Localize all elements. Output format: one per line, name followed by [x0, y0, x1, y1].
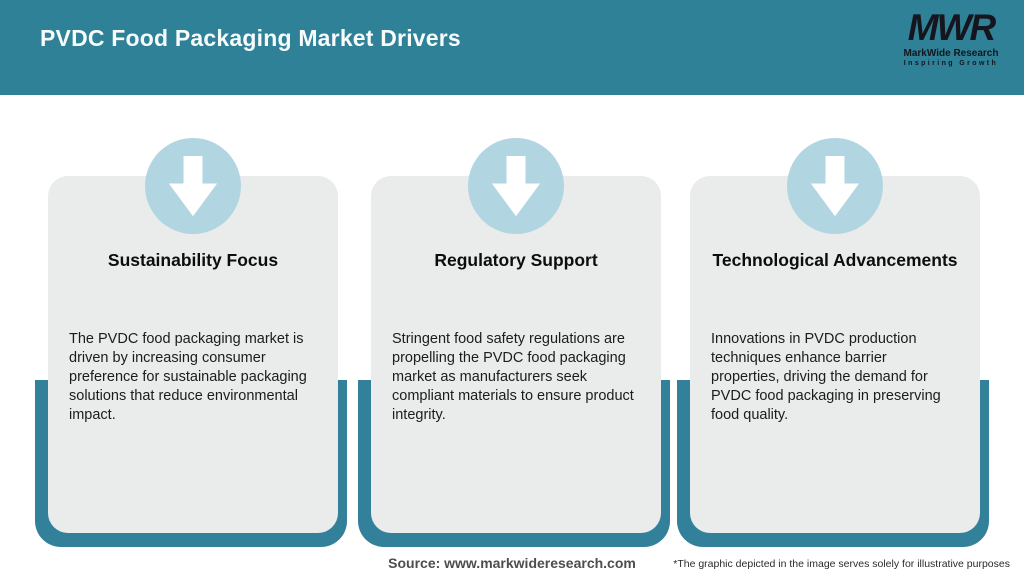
- arrow-badge: [145, 138, 241, 234]
- card-body-text: Innovations in PVDC production technique…: [711, 331, 941, 423]
- arrow-badge: [468, 138, 564, 234]
- card-title: Sustainability Focus: [107, 250, 279, 270]
- card-panel: [371, 176, 661, 533]
- card-title: Technological Advancements: [712, 250, 958, 270]
- arrow-badge: [787, 138, 883, 234]
- card-panel: [690, 176, 980, 533]
- card-body-text: Stringent food safety regulations are pr…: [392, 331, 634, 423]
- card-title: Regulatory Support: [434, 250, 598, 270]
- logo-acronym: MWR: [907, 7, 996, 48]
- logo-tagline: Inspiring Growth: [903, 60, 999, 67]
- source-line: Source: www.markwideresearch.com: [388, 555, 636, 571]
- markwide-research-logo: MWR MarkWide Research Inspiring Growth: [896, 8, 1006, 69]
- header-banner: PVDC Food Packaging Market Drivers MWR M…: [0, 0, 1024, 95]
- down-arrow-icon: [491, 156, 541, 217]
- logo-name: MarkWide Research: [903, 48, 999, 59]
- down-arrow-icon: [810, 156, 860, 217]
- disclaimer-note: *The graphic depicted in the image serve…: [673, 558, 1010, 570]
- driver-card-regulatory: Regulatory Support Stringent food safety…: [358, 0, 670, 576]
- driver-card-technological: Technological Advancements Innovations i…: [677, 0, 989, 576]
- card-body-text: The PVDC food packaging market is driven…: [69, 331, 307, 423]
- driver-card-sustainability: Sustainability Focus The PVDC food packa…: [35, 0, 347, 576]
- page-title: PVDC Food Packaging Market Drivers: [40, 25, 461, 51]
- down-arrow-icon: [168, 156, 218, 217]
- card-panel: [48, 176, 338, 533]
